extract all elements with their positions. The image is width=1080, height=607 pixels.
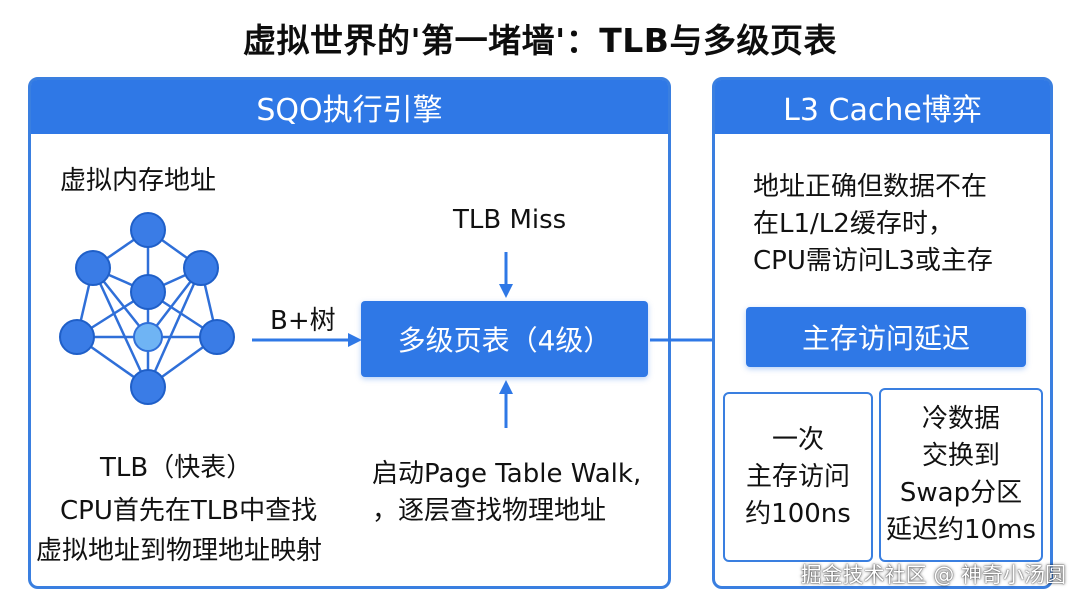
btree-arrow — [250, 330, 365, 350]
swap-line-1: 冷数据 — [922, 401, 1000, 438]
sqo-engine-header: SQO执行引擎 — [31, 80, 668, 134]
page-table-box: 多级页表（4级） — [361, 301, 648, 377]
page-walk-line-2: ，逐层查找物理地址 — [372, 490, 606, 527]
watermark: 掘金技术社区 @ 神奇小汤圆 — [801, 559, 1066, 589]
swap-line-3: Swap分区 — [900, 475, 1022, 512]
tlb-desc-line-2: 虚拟地址到物理地址映射 — [36, 530, 322, 567]
neural-network-icon — [55, 210, 245, 420]
tlb-desc-line-1: CPU首先在TLB中查找 — [60, 490, 317, 527]
memory-access-time-box: 一次 主存访问 约100ns — [723, 392, 873, 562]
page-table-label: 多级页表（4级） — [398, 319, 612, 359]
virtual-address-label: 虚拟内存地址 — [60, 160, 216, 197]
page-walk-arrow — [494, 378, 518, 430]
network-nodes — [60, 213, 234, 404]
page-walk-line-1: 启动Page Table Walk, — [372, 453, 641, 490]
memory-access-line-2: 主存访问 — [746, 459, 850, 496]
swap-line-2: 交换到 — [922, 438, 1000, 475]
tlb-label: TLB（快表） — [100, 447, 252, 484]
l3-cache-header: L3 Cache博弈 — [715, 80, 1050, 134]
tlb-miss-arrow — [494, 250, 518, 300]
l3-desc-line-3: CPU需访问L3或主存 — [753, 240, 993, 277]
l3-desc-line-1: 地址正确但数据不在 — [753, 166, 987, 203]
memory-access-line-3: 约100ns — [745, 496, 851, 533]
swap-latency-box: 冷数据 交换到 Swap分区 延迟约10ms — [879, 388, 1043, 562]
tlb-miss-label: TLB Miss — [453, 205, 566, 235]
center-node — [134, 323, 162, 351]
l3-desc-line-2: 在L1/L2缓存时， — [753, 203, 954, 240]
memory-latency-label: 主存访问延迟 — [802, 317, 970, 357]
memory-latency-box: 主存访问延迟 — [746, 307, 1026, 367]
page-title: 虚拟世界的'第一堵墙'：TLB与多级页表 — [0, 14, 1080, 62]
memory-access-line-1: 一次 — [772, 422, 824, 459]
swap-line-4: 延迟约10ms — [886, 512, 1036, 549]
